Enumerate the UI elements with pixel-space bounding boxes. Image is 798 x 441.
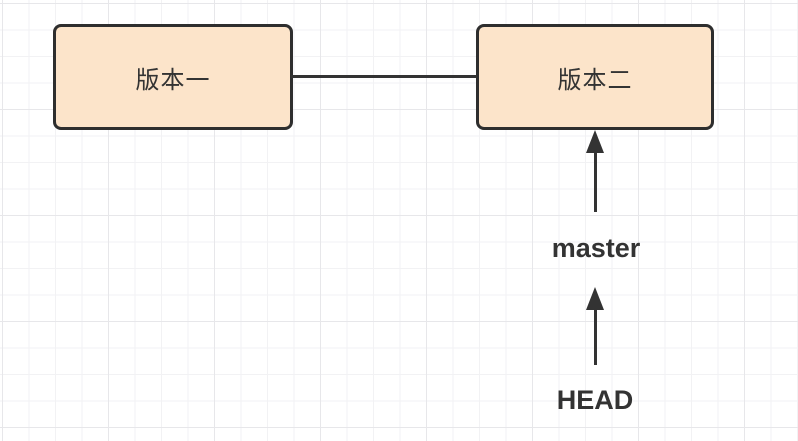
arrowhead-up-icon [586,287,604,310]
edge-version1-version2[interactable] [291,75,477,78]
arrow-master-to-version2[interactable] [585,130,605,212]
node-version-1[interactable]: 版本一 [53,24,293,130]
node-version-1-label: 版本一 [135,66,211,94]
arrow-shaft [593,310,597,365]
arrow-head-to-master[interactable] [585,287,605,365]
arrow-shaft [593,153,597,212]
node-version-2[interactable]: 版本二 [476,24,714,130]
label-master[interactable]: master [551,233,641,263]
node-version-2-label: 版本二 [557,66,633,94]
arrowhead-up-icon [586,130,604,153]
label-head[interactable]: HEAD [556,385,634,415]
